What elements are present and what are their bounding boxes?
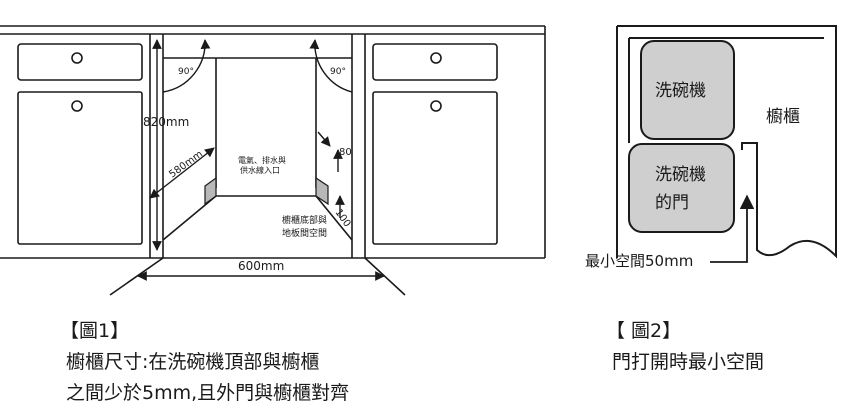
- door-label-line2: 的門: [655, 193, 689, 213]
- dimension-arrows: [137, 39, 385, 281]
- gap-label-line1: 櫥櫃底部與: [282, 214, 327, 226]
- min-space-arrow: [710, 194, 755, 263]
- inlet-label-line2: 供水線入口: [240, 165, 280, 175]
- min-space-label: 最小空間50mm: [585, 252, 693, 270]
- height-label: 820mm: [143, 115, 189, 129]
- cabinet-frame: [616, 25, 837, 259]
- width-label: 600mm: [238, 259, 284, 273]
- inlet-label-line1: 電氣、排水與: [238, 155, 286, 165]
- figure1-caption-title: 【圖1】: [60, 320, 130, 342]
- dishwasher-box: [640, 40, 735, 140]
- figure1-caption-line1: 櫥櫃尺寸:在洗碗機頂部與櫥櫃: [66, 351, 320, 373]
- cabinet-outline: [0, 25, 546, 296]
- cabinet-label: 櫥櫃: [766, 107, 800, 127]
- figure1-caption-line2: 之間少於5mm,且外門與櫥櫃對齊: [66, 382, 350, 404]
- left-cabinet: [17, 43, 143, 245]
- figure2-caption-title: 【 圖2】: [606, 320, 682, 342]
- dim-80-label: 80: [339, 147, 352, 158]
- door-label-line1: 洗碗機: [655, 165, 706, 185]
- angle-right-label: 90°: [330, 67, 346, 77]
- right-cabinet: [372, 43, 498, 245]
- dishwasher-label: 洗碗機: [655, 81, 706, 101]
- door-swing-arcs: [162, 39, 353, 93]
- angle-left-label: 90°: [178, 67, 194, 77]
- gap-label-line2: 地板間空間: [282, 227, 327, 239]
- dishwasher-door-box: [628, 143, 735, 233]
- figure2-caption-line1: 門打開時最小空間: [612, 351, 765, 373]
